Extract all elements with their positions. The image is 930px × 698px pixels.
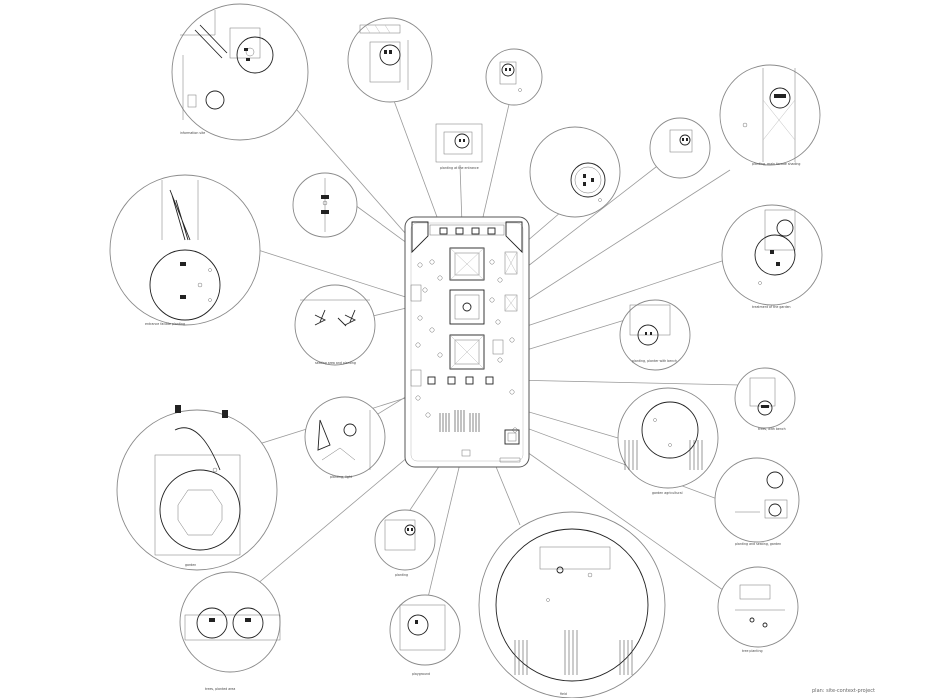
caption-d16: garden	[185, 563, 196, 567]
caption-d23: field	[560, 692, 567, 696]
central-site-plan[interactable]	[404, 216, 530, 468]
caption-d17: garden agricultural	[652, 491, 683, 495]
detail-circle-1[interactable]: information site	[171, 3, 309, 141]
detail-circle-11[interactable]: seating area and planting	[294, 284, 376, 366]
caption-d18: planting and seating, garden	[735, 542, 781, 546]
caption-d19: planting	[395, 573, 408, 577]
detail-circle-5[interactable]	[292, 172, 358, 238]
caption-d4: planting at the entrance	[440, 166, 479, 170]
detail-circle-14[interactable]: planting, light	[304, 396, 386, 479]
detail-circle-7[interactable]	[529, 126, 621, 218]
caption-d6: entrance facade planting	[145, 322, 185, 326]
detail-circle-20[interactable]: trees, planted area	[179, 571, 281, 691]
caption-d13: seating area and planting	[315, 361, 356, 365]
detail-circle-13[interactable]: trees, with bench	[734, 367, 796, 431]
detail-circle-6[interactable]: entrance facade planting	[109, 174, 261, 326]
detail-circle-18[interactable]: planting	[374, 509, 436, 577]
detail-circle-10[interactable]: treatment of the garden	[721, 204, 823, 309]
caption-d8: planting, main facade shading	[752, 162, 800, 166]
detail-circle-8[interactable]	[649, 117, 711, 179]
detail-circle-16[interactable]: garden	[116, 405, 278, 571]
caption-d12: trees, with bench	[758, 427, 786, 431]
caption-d20: playground	[412, 672, 430, 676]
caption-d15: planting, light	[330, 475, 353, 479]
detail-circle-19[interactable]: field	[478, 511, 666, 698]
detail-circle-9[interactable]: planting, main facade shading	[719, 64, 821, 166]
caption-d21: trees, planted area	[205, 687, 235, 691]
detail-circle-15[interactable]: garden agricultural	[617, 387, 719, 495]
detail-circle-21[interactable]: playground	[389, 594, 461, 676]
detail-circle-2[interactable]	[347, 17, 433, 103]
detail-circle-22[interactable]: tree planting	[717, 566, 799, 653]
detail-box-4[interactable]: planting at the entrance	[435, 123, 483, 170]
detail-circle-3[interactable]	[485, 48, 543, 106]
detail-circle-17[interactable]: planting and seating, garden	[714, 457, 800, 546]
caption-d10: treatment of the garden	[752, 305, 791, 309]
caption-d22: tree planting	[742, 649, 763, 653]
caption-d1: information site	[180, 131, 205, 135]
caption-d11: planting, planter with bench	[632, 359, 677, 363]
sheet-title: plan: site-context-project	[812, 688, 875, 694]
detail-box-12[interactable]: planting, planter with bench	[619, 299, 691, 371]
